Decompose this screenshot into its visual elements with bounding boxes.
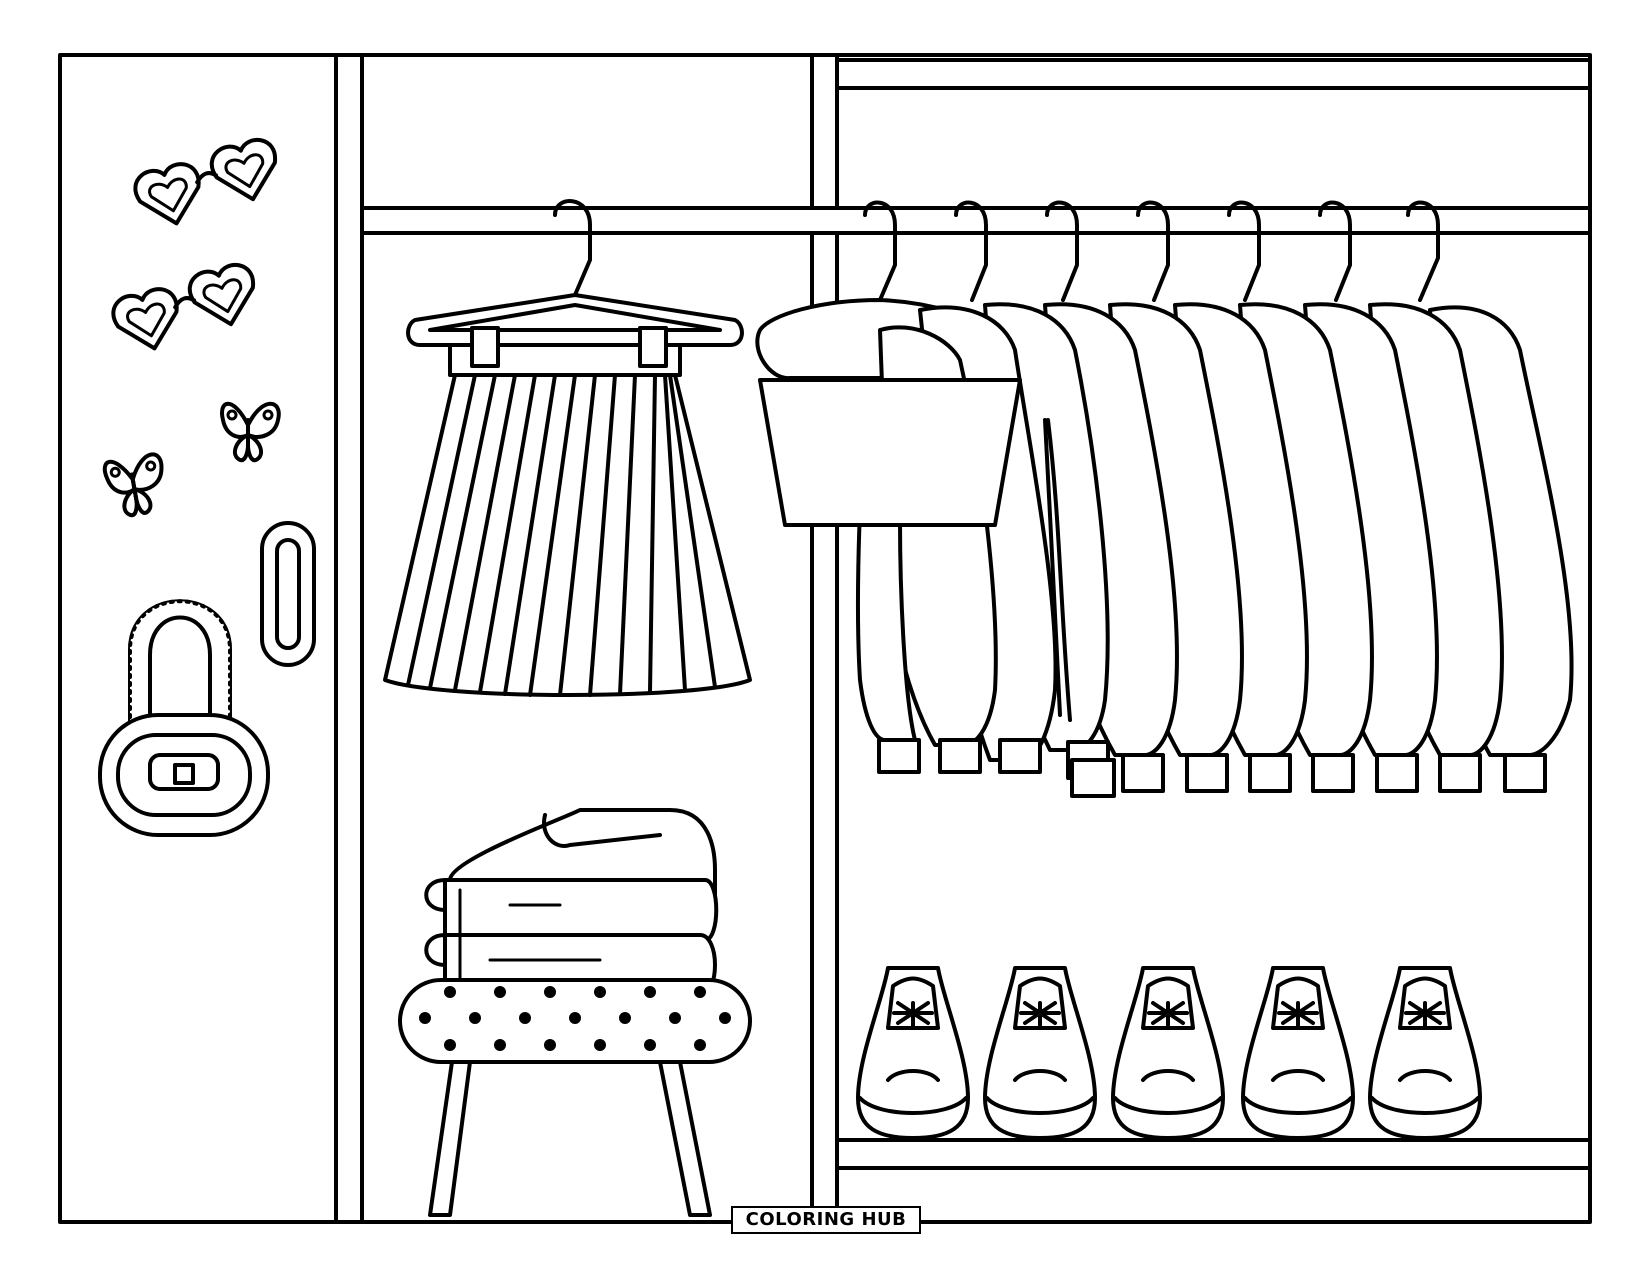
sneaker-icon	[856, 966, 970, 1140]
sneakers	[856, 966, 1482, 1140]
hanger	[1045, 200, 1079, 302]
sneaker-icon	[1368, 966, 1482, 1140]
coloring-hub-watermark: COLORING HUB	[731, 1206, 921, 1234]
door-handle	[260, 521, 316, 667]
heart-sunglasses-icon	[133, 137, 277, 226]
crop-top-icon	[758, 378, 1022, 527]
hanger	[1406, 200, 1440, 302]
heart-sunglasses-icon	[111, 262, 255, 351]
sneaker-icon	[983, 966, 1097, 1140]
butterfly-icon	[220, 401, 281, 463]
hanger	[954, 200, 988, 302]
pleated-skirt-icon	[383, 326, 752, 697]
butterfly-icon	[102, 452, 164, 518]
sweaters	[856, 302, 1574, 798]
hanger	[1318, 200, 1352, 302]
stool-dots	[419, 986, 731, 1051]
sneaker-icon	[1111, 966, 1225, 1140]
hanger	[1136, 200, 1170, 302]
hanging-rod	[360, 206, 1592, 235]
polka-dot-stool-icon	[398, 978, 752, 1217]
hanger	[1227, 200, 1261, 302]
handbag-icon	[98, 599, 270, 837]
folded-clothes-icon	[424, 808, 719, 997]
sneaker-icon	[1241, 966, 1355, 1140]
